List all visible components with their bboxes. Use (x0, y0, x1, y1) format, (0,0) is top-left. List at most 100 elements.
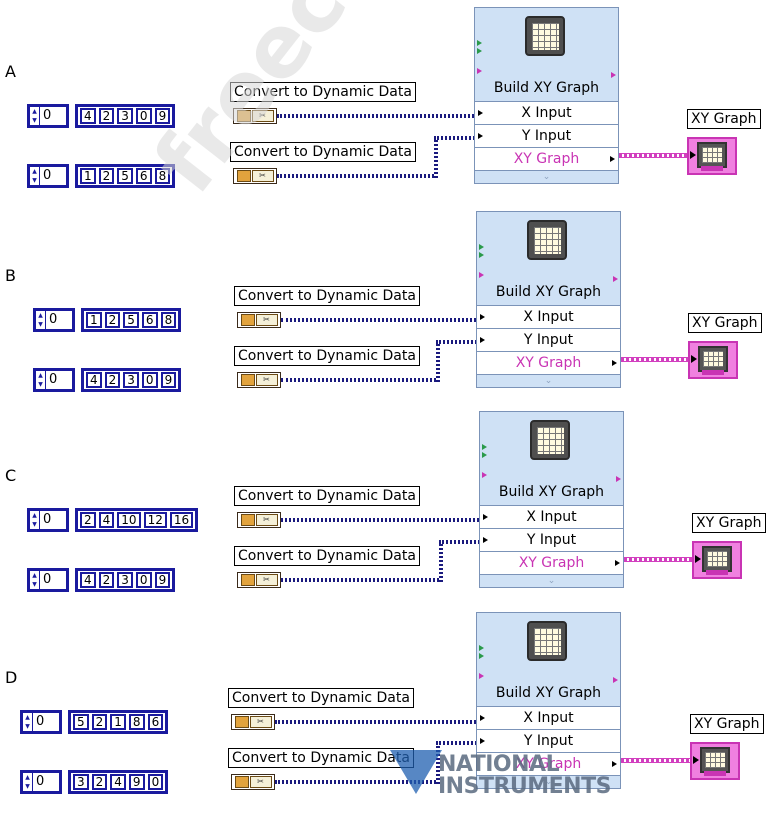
index-spinner-icon[interactable]: ▲▼ (36, 371, 46, 389)
y-input-terminal[interactable]: Y Input (477, 729, 620, 752)
array-index-value[interactable]: 0 (49, 312, 58, 327)
xy-graph-indicator-terminal[interactable] (692, 541, 742, 579)
array-element[interactable]: 8 (160, 312, 177, 328)
array-element[interactable]: 4 (80, 572, 96, 588)
array-element[interactable]: 9 (128, 774, 145, 790)
array-element[interactable]: 9 (154, 572, 171, 588)
array-index-value[interactable]: 0 (43, 512, 52, 527)
index-spinner-icon[interactable]: ▲▼ (30, 167, 40, 185)
array-element[interactable]: 10 (117, 512, 141, 528)
array-element[interactable]: 2 (91, 774, 108, 790)
array-element[interactable]: 6 (141, 312, 158, 328)
expand-chevron-icon[interactable]: ⌄ (475, 170, 618, 183)
array-index-display[interactable]: ▲▼0 (27, 104, 69, 128)
array-element[interactable]: 0 (141, 372, 158, 388)
array-element[interactable]: 0 (147, 774, 164, 790)
convert-to-dynamic-data-node[interactable]: ✂ (233, 168, 277, 184)
array-element[interactable]: 2 (98, 168, 115, 184)
index-spinner-icon[interactable]: ▲▼ (36, 311, 46, 329)
x-input-terminal[interactable]: X Input (480, 505, 623, 528)
array-element[interactable]: 2 (98, 108, 115, 124)
index-spinner-icon[interactable]: ▲▼ (30, 107, 40, 125)
array-index-display[interactable]: ▲▼0 (27, 568, 69, 592)
array-index-display[interactable]: ▲▼0 (33, 308, 75, 332)
array-element[interactable]: 1 (80, 168, 96, 184)
array-element[interactable]: 6 (147, 714, 164, 730)
array-element[interactable]: 3 (123, 372, 139, 388)
array-element[interactable]: 5 (123, 312, 139, 328)
array-element[interactable]: 3 (117, 108, 133, 124)
y-input-terminal[interactable]: Y Input (475, 124, 618, 147)
convert-to-dynamic-data-node[interactable]: ✂ (237, 312, 281, 328)
array-index-value[interactable]: 0 (43, 168, 52, 183)
array-index-value[interactable]: 0 (43, 572, 52, 587)
array-element[interactable]: 8 (128, 714, 145, 730)
array-element[interactable]: 16 (169, 512, 194, 528)
array-element[interactable]: 9 (154, 108, 171, 124)
xy-graph-output-terminal[interactable]: XY Graph (475, 147, 618, 170)
xy-graph-output-terminal[interactable]: XY Graph (480, 551, 623, 574)
array-index-display[interactable]: ▲▼0 (27, 508, 69, 532)
index-spinner-icon[interactable]: ▲▼ (30, 511, 40, 529)
array-index-display[interactable]: ▲▼0 (33, 368, 75, 392)
xy-graph-output-terminal[interactable]: XY Graph (477, 752, 620, 775)
xy-graph-indicator-terminal[interactable] (688, 341, 738, 379)
expand-chevron-icon[interactable]: ⌄ (477, 775, 620, 788)
array-element[interactable]: 3 (117, 572, 133, 588)
xy-graph-indicator-terminal[interactable] (690, 742, 740, 780)
y-input-terminal[interactable]: Y Input (477, 328, 620, 351)
array-index-value[interactable]: 0 (43, 108, 52, 123)
array-element[interactable]: 5 (117, 168, 133, 184)
array-element[interactable]: 9 (160, 372, 177, 388)
array-element[interactable]: 1 (86, 312, 102, 328)
array-element[interactable]: 4 (86, 372, 102, 388)
x-input-terminal[interactable]: X Input (477, 305, 620, 328)
convert-to-dynamic-data-node[interactable]: ✂ (237, 372, 281, 388)
array-index-value[interactable]: 0 (49, 372, 58, 387)
x-input-terminal[interactable]: X Input (477, 706, 620, 729)
index-spinner-icon[interactable]: ▲▼ (23, 773, 33, 791)
array-element[interactable]: 0 (135, 572, 152, 588)
xy-graph-output-terminal[interactable]: XY Graph (477, 351, 620, 374)
convert-to-dynamic-data-node[interactable]: ✂ (231, 774, 275, 790)
array-index-value[interactable]: 0 (36, 714, 45, 729)
y-input-terminal[interactable]: Y Input (480, 528, 623, 551)
expand-chevron-icon[interactable]: ⌄ (480, 574, 623, 587)
convert-to-dynamic-data-node[interactable]: ✂ (233, 108, 277, 124)
array-index-value[interactable]: 0 (36, 774, 45, 789)
array-index-display[interactable]: ▲▼0 (27, 164, 69, 188)
array-element[interactable]: 2 (104, 312, 121, 328)
array-element[interactable]: 4 (98, 512, 115, 528)
array-element[interactable]: 2 (98, 572, 115, 588)
array-element[interactable]: 3 (73, 774, 89, 790)
array-element[interactable]: 4 (110, 774, 126, 790)
convert-to-dynamic-data-node[interactable]: ✂ (237, 572, 281, 588)
array-element[interactable]: 0 (135, 108, 152, 124)
convert-to-dynamic-data-node[interactable]: ✂ (231, 714, 275, 730)
array-element[interactable]: 2 (104, 372, 121, 388)
index-spinner-icon[interactable]: ▲▼ (30, 571, 40, 589)
xy-graph-indicator-terminal[interactable] (687, 137, 737, 175)
array-element[interactable]: 8 (154, 168, 171, 184)
array-element[interactable]: 12 (143, 512, 167, 528)
x-input-terminal[interactable]: X Input (475, 101, 618, 124)
index-spinner-icon[interactable]: ▲▼ (23, 713, 33, 731)
array-element[interactable]: 1 (110, 714, 126, 730)
array-index-display[interactable]: ▲▼0 (20, 710, 62, 734)
array-element[interactable]: 2 (91, 714, 108, 730)
array-element[interactable]: 2 (80, 512, 96, 528)
expand-chevron-icon[interactable]: ⌄ (477, 374, 620, 387)
array-element[interactable]: 5 (73, 714, 89, 730)
array-index-display[interactable]: ▲▼0 (20, 770, 62, 794)
